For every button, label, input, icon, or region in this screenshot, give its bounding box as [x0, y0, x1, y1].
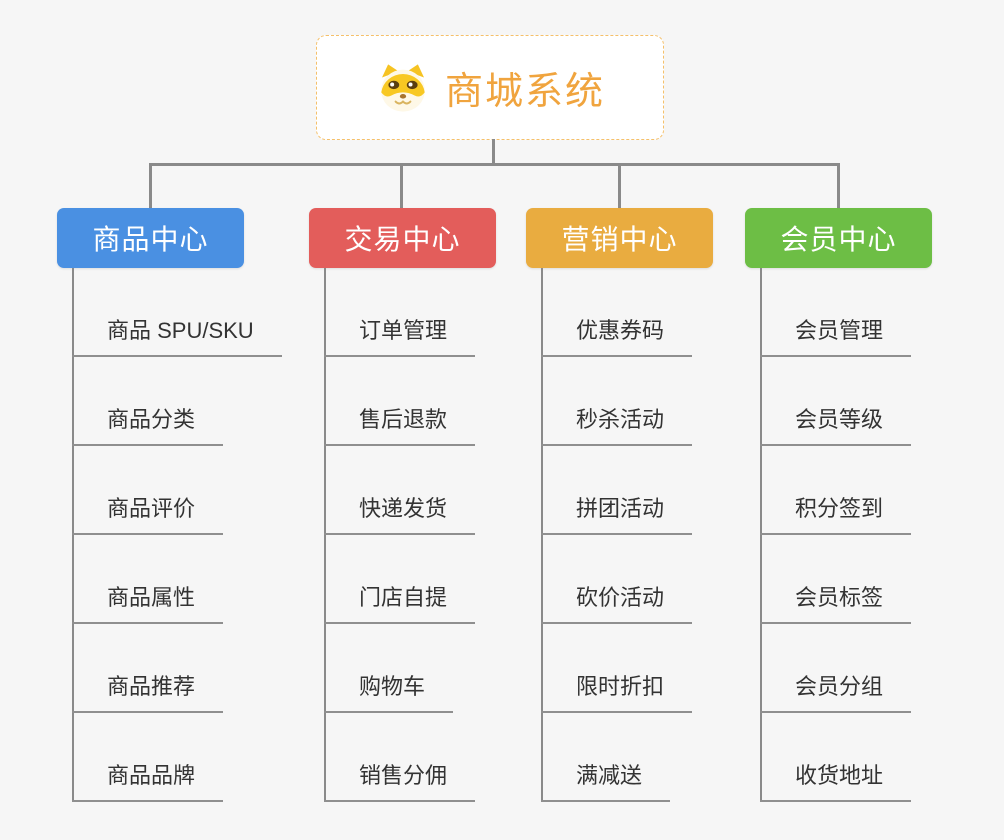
branch-trunk-line — [541, 268, 543, 802]
root-node[interactable]: 商城系统 — [316, 35, 664, 140]
connector-drop-marketing-center — [618, 165, 621, 209]
leaf-node[interactable]: 商品推荐 — [72, 671, 224, 713]
leaf-node[interactable]: 限时折扣 — [541, 671, 693, 713]
leaf-node[interactable]: 购物车 — [324, 671, 454, 713]
connector-drop-member-center — [837, 165, 840, 209]
leaf-node[interactable]: 商品属性 — [72, 582, 224, 624]
branch-trunk-line — [760, 268, 762, 802]
connector-drop-product-center — [149, 165, 152, 209]
leaf-node[interactable]: 商品评价 — [72, 493, 224, 535]
leaf-node[interactable]: 收货地址 — [760, 760, 912, 802]
leaf-node[interactable]: 销售分佣 — [324, 760, 476, 802]
branch-node-trade-center[interactable]: 交易中心 — [309, 208, 496, 268]
leaf-node[interactable]: 会员标签 — [760, 582, 912, 624]
dog-face-icon — [381, 63, 425, 112]
connector-root-stem — [492, 139, 495, 164]
leaf-node[interactable]: 积分签到 — [760, 493, 912, 535]
branch-trunk-line — [72, 268, 74, 802]
branch-node-product-center[interactable]: 商品中心 — [57, 208, 244, 268]
leaf-node[interactable]: 会员等级 — [760, 404, 912, 446]
root-node-label: 商城系统 — [444, 71, 605, 113]
leaf-node[interactable]: 门店自提 — [324, 582, 476, 624]
leaf-node[interactable]: 砍价活动 — [541, 582, 693, 624]
branch-node-member-center[interactable]: 会员中心 — [745, 208, 932, 268]
leaf-node[interactable]: 拼团活动 — [541, 493, 693, 535]
connector-drop-trade-center — [400, 165, 403, 209]
leaf-node[interactable]: 会员管理 — [760, 315, 912, 357]
leaf-node[interactable]: 会员分组 — [760, 671, 912, 713]
branch-column-trade-center: 交易中心 订单管理 售后退款 快递发货 门店自提 购物车 销售分佣 — [309, 208, 549, 802]
leaf-node[interactable]: 秒杀活动 — [541, 404, 693, 446]
leaf-node[interactable]: 商品品牌 — [72, 760, 224, 802]
connector-horizontal-bus — [149, 163, 840, 166]
leaf-node[interactable]: 商品分类 — [72, 404, 224, 446]
leaf-node[interactable]: 售后退款 — [324, 404, 476, 446]
branch-node-marketing-center[interactable]: 营销中心 — [526, 208, 713, 268]
leaf-node[interactable]: 满减送 — [541, 760, 671, 802]
branch-column-member-center: 会员中心 会员管理 会员等级 积分签到 会员标签 会员分组 收货地址 — [745, 208, 985, 802]
leaf-node[interactable]: 优惠券码 — [541, 315, 693, 357]
leaf-node[interactable]: 订单管理 — [324, 315, 476, 357]
branch-trunk-line — [324, 268, 326, 802]
leaf-node[interactable]: 快递发货 — [324, 493, 476, 535]
branch-column-marketing-center: 营销中心 优惠券码 秒杀活动 拼团活动 砍价活动 限时折扣 满减送 — [526, 208, 766, 802]
branch-column-product-center: 商品中心 商品 SPU/SKU 商品分类 商品评价 商品属性 商品推荐 商品品牌 — [57, 208, 297, 802]
leaf-node[interactable]: 商品 SPU/SKU — [72, 315, 282, 357]
